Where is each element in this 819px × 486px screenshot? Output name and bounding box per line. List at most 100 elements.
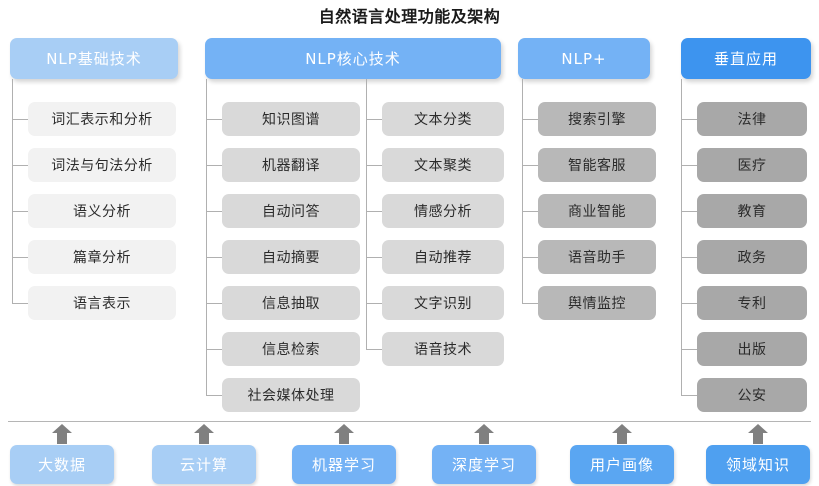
connector-stub <box>12 303 28 304</box>
node-label: 信息检索 <box>262 342 320 358</box>
node-label: 词汇表示和分析 <box>51 112 153 128</box>
node-box[interactable]: 自动摘要 <box>222 240 360 274</box>
connector-stub <box>12 165 28 166</box>
connector-stub <box>681 165 697 166</box>
node-box[interactable]: 词汇表示和分析 <box>28 102 176 136</box>
node-box[interactable]: 机器翻译 <box>222 148 360 182</box>
node-box[interactable]: 专利 <box>697 286 807 320</box>
group-header-label: NLP基础技术 <box>46 50 142 68</box>
node-box[interactable]: 智能客服 <box>538 148 656 182</box>
foundation-pill[interactable]: 大数据 <box>10 445 114 484</box>
node-label: 政务 <box>737 250 767 266</box>
connector-stub <box>522 165 538 166</box>
foundation-pill[interactable]: 机器学习 <box>292 445 396 484</box>
node-box[interactable]: 舆情监控 <box>538 286 656 320</box>
node-label: 自动问答 <box>262 204 320 220</box>
connector-stub <box>681 303 697 304</box>
connector-stub <box>206 119 222 120</box>
foundation-pill-label: 深度学习 <box>451 456 516 474</box>
connector-spine <box>681 79 682 395</box>
node-box[interactable]: 信息检索 <box>222 332 360 366</box>
connector-stub <box>681 395 697 396</box>
connector-stub <box>366 257 382 258</box>
node-label: 文本聚类 <box>414 158 472 174</box>
foundation-pill[interactable]: 领域知识 <box>706 445 810 484</box>
node-box[interactable]: 文字识别 <box>382 286 504 320</box>
arrow-up-icon <box>747 423 769 445</box>
node-label: 自动推荐 <box>414 250 472 266</box>
foundation-pill[interactable]: 云计算 <box>152 445 256 484</box>
node-label: 文字识别 <box>414 296 472 312</box>
arrow-up-icon <box>611 423 633 445</box>
connector-spine <box>206 79 207 395</box>
connector-stub <box>681 349 697 350</box>
group-header-1[interactable]: NLP基础技术 <box>10 38 178 79</box>
node-box[interactable]: 信息抽取 <box>222 286 360 320</box>
node-label: 法律 <box>737 112 767 128</box>
connector-stub <box>206 303 222 304</box>
node-box[interactable]: 自动推荐 <box>382 240 504 274</box>
connector-stub <box>366 303 382 304</box>
node-box[interactable]: 政务 <box>697 240 807 274</box>
node-box[interactable]: 社会媒体处理 <box>222 378 360 412</box>
foundation-pill[interactable]: 深度学习 <box>432 445 536 484</box>
node-box[interactable]: 语音助手 <box>538 240 656 274</box>
node-label: 商业智能 <box>568 204 626 220</box>
foundation-pill-label: 领域知识 <box>725 456 790 474</box>
group-header-3[interactable]: NLP+ <box>518 38 650 79</box>
connector-stub <box>522 257 538 258</box>
node-box[interactable]: 公安 <box>697 378 807 412</box>
node-label: 篇章分析 <box>73 250 131 266</box>
arrow-up-icon <box>473 423 495 445</box>
connector-stub <box>366 349 382 350</box>
node-box[interactable]: 教育 <box>697 194 807 228</box>
node-box[interactable]: 语言表示 <box>28 286 176 320</box>
group-header-4[interactable]: 垂直应用 <box>681 38 811 79</box>
connector-stub <box>12 211 28 212</box>
node-label: 出版 <box>737 342 767 358</box>
connector-stub <box>522 303 538 304</box>
node-box[interactable]: 法律 <box>697 102 807 136</box>
node-label: 机器翻译 <box>262 158 320 174</box>
node-label: 专利 <box>737 296 767 312</box>
node-box[interactable]: 商业智能 <box>538 194 656 228</box>
connector-stub <box>366 119 382 120</box>
connector-stub <box>681 257 697 258</box>
connector-stub <box>366 165 382 166</box>
node-box[interactable]: 知识图谱 <box>222 102 360 136</box>
node-box[interactable]: 语音技术 <box>382 332 504 366</box>
connector-spine <box>522 79 523 303</box>
node-box[interactable]: 出版 <box>697 332 807 366</box>
node-label: 智能客服 <box>568 158 626 174</box>
node-label: 文本分类 <box>414 112 472 128</box>
connector-stub <box>522 119 538 120</box>
node-box[interactable]: 医疗 <box>697 148 807 182</box>
node-label: 知识图谱 <box>262 112 320 128</box>
node-label: 信息抽取 <box>262 296 320 312</box>
node-box[interactable]: 情感分析 <box>382 194 504 228</box>
node-label: 医疗 <box>737 158 767 174</box>
connector-stub <box>206 211 222 212</box>
foundation-pill-label: 大数据 <box>37 456 86 474</box>
connector-spine <box>366 79 367 349</box>
foundation-pill-label: 云计算 <box>179 456 228 474</box>
node-label: 语言表示 <box>73 296 131 312</box>
node-box[interactable]: 词法与句法分析 <box>28 148 176 182</box>
node-label: 情感分析 <box>414 204 472 220</box>
node-box[interactable]: 文本聚类 <box>382 148 504 182</box>
node-box[interactable]: 语义分析 <box>28 194 176 228</box>
group-header-label: 垂直应用 <box>713 50 778 68</box>
connector-stub <box>206 349 222 350</box>
group-header-2[interactable]: NLP核心技术 <box>205 38 501 79</box>
node-box[interactable]: 文本分类 <box>382 102 504 136</box>
foundation-pill-label: 用户画像 <box>589 456 654 474</box>
node-box[interactable]: 搜索引擎 <box>538 102 656 136</box>
node-box[interactable]: 篇章分析 <box>28 240 176 274</box>
node-label: 语音助手 <box>568 250 626 266</box>
foundation-pill[interactable]: 用户画像 <box>570 445 674 484</box>
node-box[interactable]: 自动问答 <box>222 194 360 228</box>
arrow-up-icon <box>193 423 215 445</box>
node-label: 公安 <box>737 388 767 404</box>
foundation-pill-label: 机器学习 <box>311 456 376 474</box>
